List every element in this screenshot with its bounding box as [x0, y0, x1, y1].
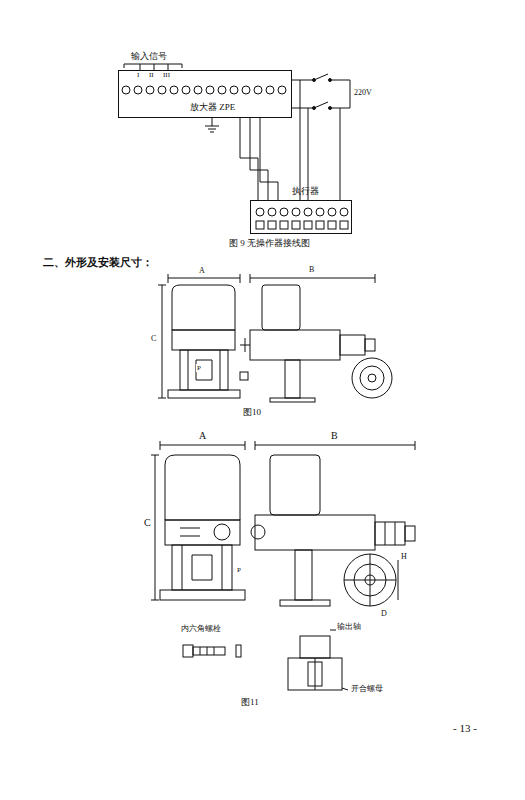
- text-label: I: [136, 71, 140, 79]
- dimension-letter: P: [196, 364, 202, 372]
- text-label: II: [148, 71, 155, 79]
- signal-wire: [240, 118, 258, 200]
- terminal-row: [256, 208, 348, 229]
- text-label: 内六角螺栓: [180, 624, 222, 633]
- power-wire: [292, 74, 350, 108]
- text-label: 输入信号: [130, 51, 168, 61]
- dimension-letter: A: [198, 266, 206, 275]
- text-label: - 13 -: [452, 722, 478, 735]
- dimension-letter: A: [198, 430, 207, 442]
- text-label: 图11: [240, 697, 260, 707]
- text-label: 图10: [242, 407, 262, 417]
- signal-wire: [260, 118, 278, 200]
- box-label: 执行器: [291, 186, 320, 196]
- figure-caption: 图 9 无操作器接线图: [228, 238, 311, 248]
- dimension-letter: B: [330, 430, 339, 442]
- signal-wire: [250, 118, 268, 200]
- box-label: 放大器 ZPE: [189, 102, 236, 112]
- dimension-letter: P: [236, 566, 242, 574]
- text-label: 输出轴: [336, 622, 362, 631]
- terminal-row: [122, 86, 286, 94]
- actuator-terminal-box: 执行器: [250, 200, 352, 234]
- power-wire: [300, 80, 340, 200]
- dimension-letter: D: [380, 609, 388, 618]
- actuator-front-view: [158, 274, 240, 398]
- text-label: III: [162, 71, 171, 79]
- dimension-letter: H: [400, 552, 408, 561]
- actuator-side-view: [240, 274, 392, 402]
- dimension-letter: C: [150, 334, 157, 343]
- actuator-side-view: [251, 441, 415, 606]
- output-shaft: [288, 630, 348, 690]
- text-label: 开合螺母: [350, 684, 384, 693]
- text-label: 二、外形及安装尺寸：: [42, 256, 154, 269]
- amplifier-terminal-box: 放大器 ZPE: [118, 70, 292, 118]
- actuator-front-view: [151, 441, 245, 600]
- ground-symbol: [205, 118, 219, 132]
- dimension-letter: B: [308, 265, 315, 274]
- hex-bolt: [183, 645, 241, 657]
- dimension-letter: C: [143, 517, 152, 529]
- text-label: 220V: [353, 88, 373, 97]
